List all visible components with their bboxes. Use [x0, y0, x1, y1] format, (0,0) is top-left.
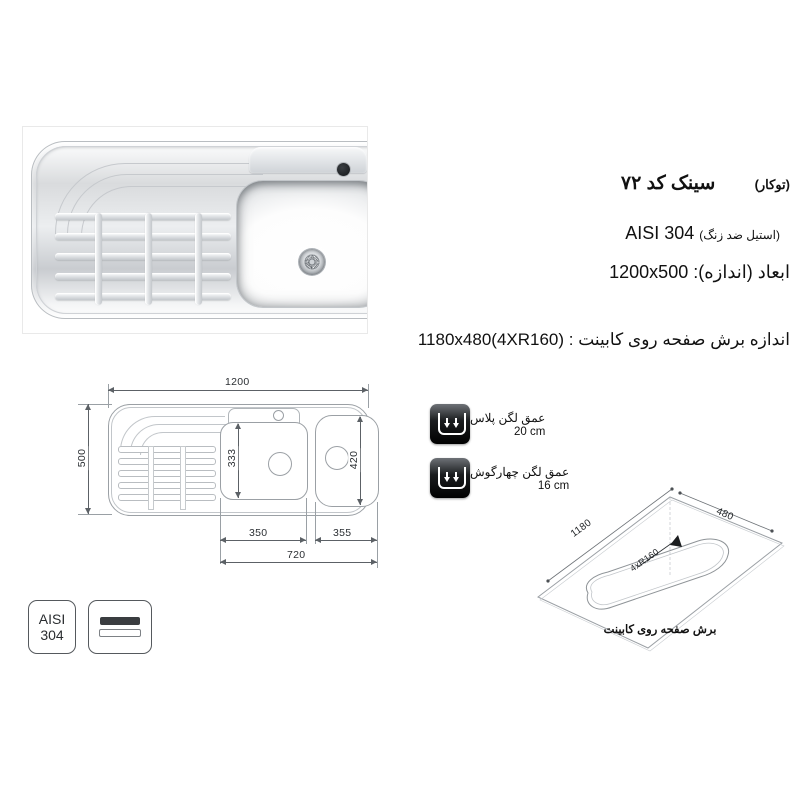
drainboard-rib — [195, 213, 202, 305]
dim-line-bowls-total — [220, 562, 377, 563]
dim-label-1200: 1200 — [222, 376, 253, 388]
dim-line-bowl-right-height — [360, 417, 361, 505]
dim-arrow — [371, 537, 377, 543]
drainboard-groove — [55, 273, 231, 280]
dim-label-355: 355 — [330, 527, 355, 539]
depth-spec-name: عمق لگن پلاس — [470, 410, 546, 425]
spec-text-block: (توکار) سینک کد ۷۲ (استیل ضد زنگ) AISI 3… — [360, 172, 790, 301]
drainboard-rib — [145, 213, 152, 305]
aisi-304-badge: AISI 304 — [28, 600, 76, 654]
thickness-badge-icon — [88, 600, 152, 654]
dim-label-720: 720 — [284, 549, 309, 561]
bowl-depth-icon — [430, 404, 470, 444]
drainboard-rib — [95, 213, 102, 305]
technical-drawing: 1200 500 333 420 350 355 — [60, 372, 410, 602]
dim-arrow — [220, 537, 226, 543]
cutout-diagram-caption: برش صفحه روی کابینت — [603, 624, 717, 636]
drawing-tap-hole — [273, 410, 284, 421]
depth-spec-row: عمق لگن پلاس 20 cm — [430, 404, 610, 444]
dim-line-total-depth — [88, 404, 89, 514]
ext-line — [108, 384, 109, 408]
drawing-groove — [118, 446, 216, 453]
layer-thin — [99, 629, 141, 637]
dim-arrow — [235, 492, 241, 498]
product-photo-panel — [22, 126, 368, 334]
depth-spec-value: 16 cm — [537, 480, 570, 493]
product-title-main: سینک کد ۷۲ — [620, 173, 716, 194]
cutout-diagram: 1180 480 4xR160 — [520, 485, 800, 660]
drawing-rib — [148, 446, 154, 510]
size-line: ابعاد (اندازه): 1200x500 — [609, 262, 790, 282]
dim-arrow — [108, 387, 114, 393]
material-note: (استیل ضد زنگ) — [699, 228, 780, 242]
drain-strainer-icon — [299, 249, 325, 275]
aisi-label: AISI — [38, 610, 66, 627]
dim-label-333: 333 — [226, 445, 239, 471]
dim-arrow — [85, 508, 91, 514]
depth-spec-group: عمق لگن پلاس 20 cm عمق لگن چهارگوش 16 cm — [430, 404, 610, 512]
dim-line-bowl-right-width — [315, 540, 377, 541]
bottom-badge-group: AISI 304 — [28, 600, 152, 654]
drainboard-groove — [55, 233, 231, 240]
cutout-size-line: اندازه برش صفحه روی کابینت : 1180x480(4X… — [417, 330, 790, 349]
dim-arrow — [315, 537, 321, 543]
sink-bowl-left — [237, 181, 367, 307]
drawing-groove — [118, 458, 216, 465]
dim-arrow — [371, 559, 377, 565]
drawing-bowl-left — [220, 422, 308, 500]
dim-arrow — [362, 387, 368, 393]
dim-arrow — [357, 416, 363, 422]
drawing-rib — [180, 446, 186, 510]
product-title: (توکار) سینک کد ۷۲ — [360, 172, 790, 195]
layer-thick — [100, 617, 140, 625]
depth-spec-text: عمق لگن چهارگوش 16 cm — [470, 464, 569, 492]
ext-line — [78, 514, 112, 515]
material-line: (استیل ضد زنگ) AISI 304 — [360, 223, 790, 244]
dim-arrow — [220, 559, 226, 565]
ext-line — [306, 498, 307, 544]
drainboard-arc — [81, 186, 262, 237]
dim-arrow — [357, 499, 363, 505]
drainboard-groove — [55, 213, 231, 220]
aisi-grade: 304 — [40, 627, 64, 643]
tap-hole — [337, 163, 350, 176]
dim-line-bowl-left-height — [238, 424, 239, 498]
ext-line — [220, 498, 221, 564]
sink-product-image — [31, 141, 367, 319]
drawing-groove — [118, 494, 216, 501]
drainboard-groove — [55, 253, 231, 260]
drawing-drain-right — [325, 446, 349, 470]
drainboard-groove — [55, 293, 231, 300]
bowl-depth-icon — [430, 458, 470, 498]
depth-spec-name: عمق لگن چهارگوش — [470, 464, 570, 479]
ext-line — [315, 502, 316, 544]
dim-line-bowl-left-width — [220, 540, 306, 541]
dim-arrow — [85, 404, 91, 410]
drawing-drain-left — [268, 452, 292, 476]
ext-line — [368, 384, 369, 408]
depth-spec-row: عمق لگن چهارگوش 16 cm — [430, 458, 610, 498]
material-code: AISI 304 — [625, 223, 695, 243]
ext-line — [377, 502, 378, 568]
drawing-groove — [118, 470, 216, 477]
dim-arrow — [300, 537, 306, 543]
dim-line-total-width — [108, 390, 368, 391]
dim-label-350: 350 — [246, 527, 271, 539]
dim-arrow — [235, 423, 241, 429]
ext-line — [78, 404, 112, 405]
depth-spec-text: عمق لگن پلاس 20 cm — [470, 410, 545, 438]
drawing-groove — [118, 482, 216, 489]
dim-label-500: 500 — [76, 445, 89, 471]
depth-spec-value: 20 cm — [514, 426, 546, 439]
product-title-paren: (توکار) — [754, 177, 790, 192]
dim-label-420: 420 — [348, 447, 361, 473]
